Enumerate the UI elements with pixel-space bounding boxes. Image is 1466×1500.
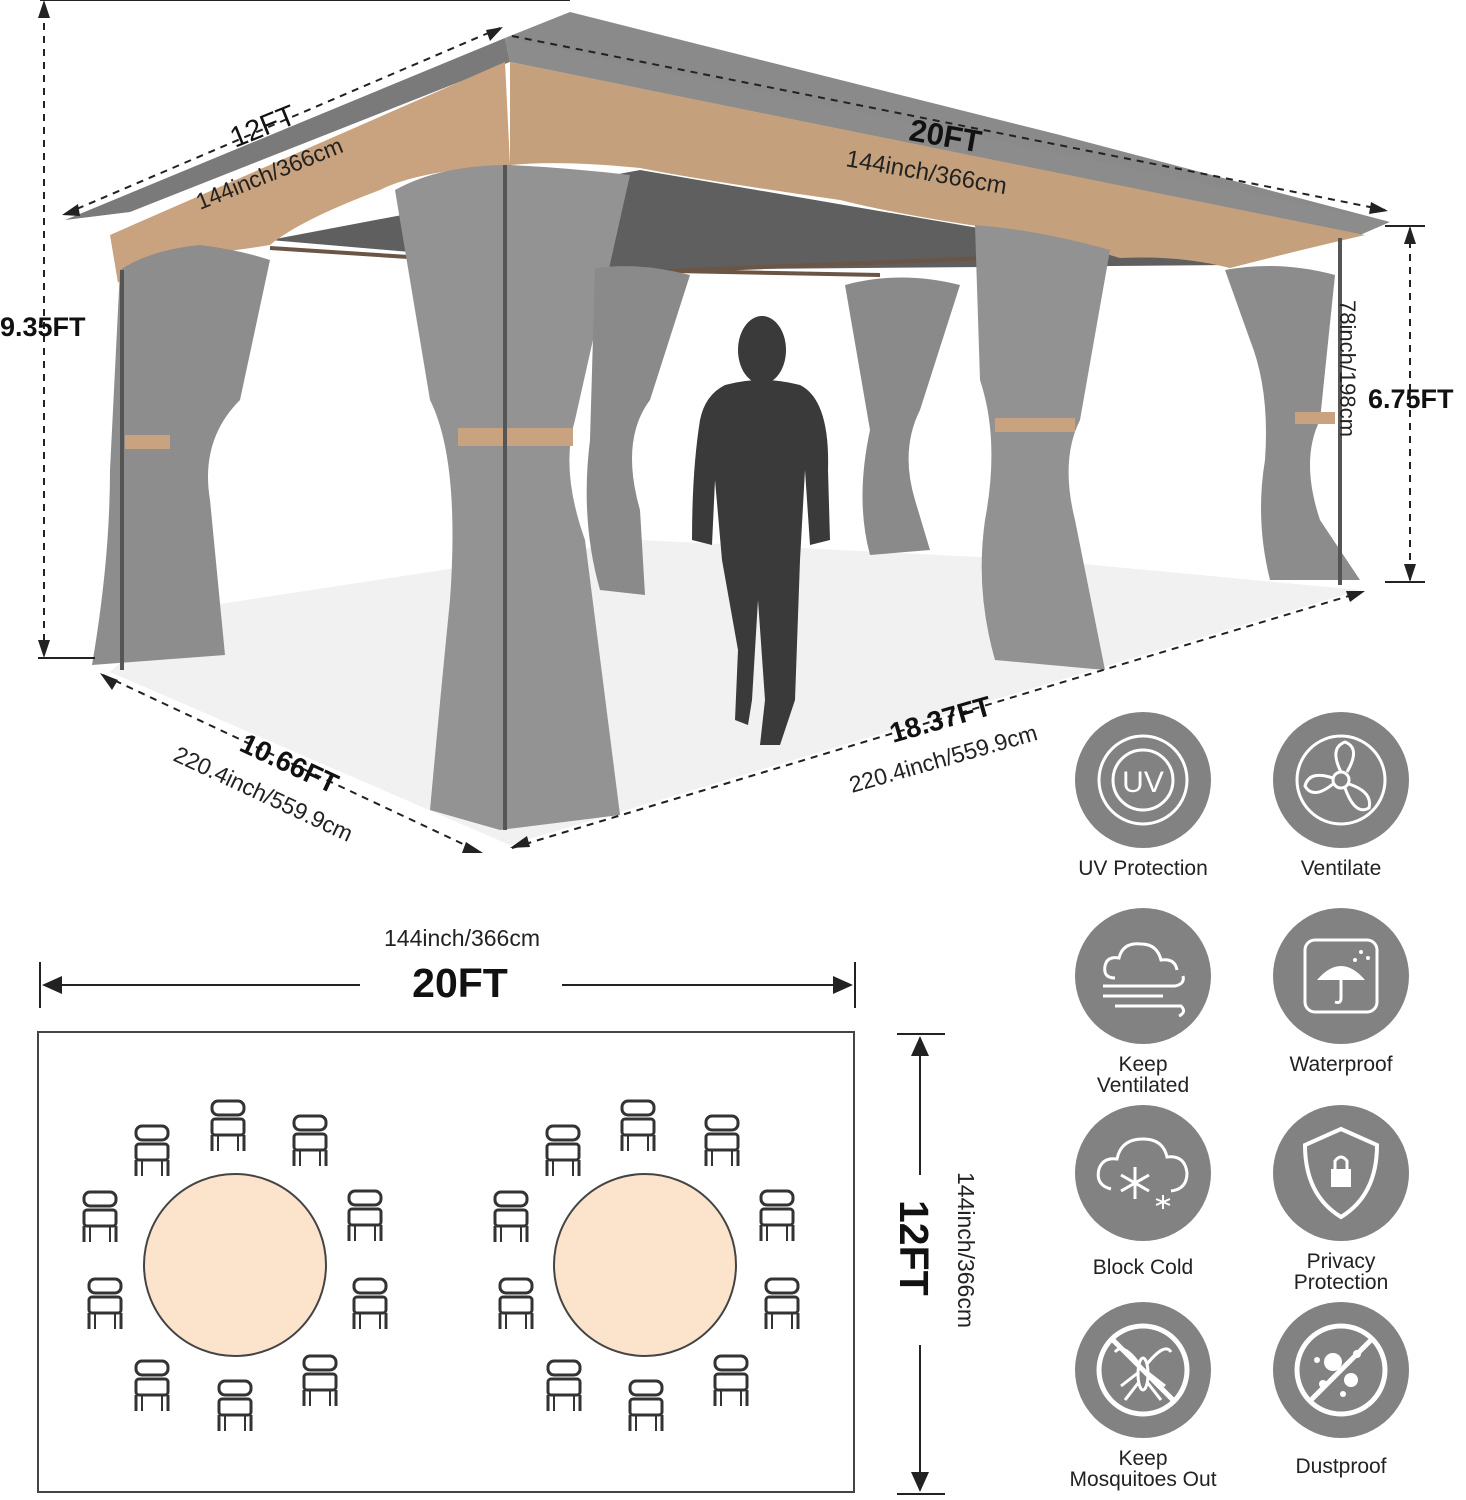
floorplan-height-sub: 144inch/366cm <box>953 1172 979 1328</box>
wind-cloud-icon <box>1103 942 1186 1018</box>
fan-icon <box>1295 734 1387 826</box>
gazebo-illustration: 9.35FT 12FT 144inch/366cm 20FT 144inch/3… <box>0 0 1454 853</box>
umbrella-rain-icon <box>1303 938 1379 1014</box>
gazebo-roof-right <box>505 38 1390 235</box>
feature-keep-ventilated: Keep Ventilated <box>1043 908 1243 1096</box>
feature-label: Block Cold <box>1092 1256 1194 1279</box>
feature-dustproof: Dustproof <box>1241 1302 1441 1477</box>
feature-label: Waterproof <box>1289 1053 1393 1076</box>
round-table-left <box>143 1173 327 1357</box>
feature-block-cold: Block Cold <box>1043 1105 1243 1278</box>
floorplan-width-label: 20FT <box>412 960 508 1006</box>
feature-uv-protection: UV UV Protection <box>1043 712 1243 879</box>
no-dust-icon <box>1294 1323 1388 1417</box>
dim-height-total: 9.35FT <box>0 312 86 342</box>
feature-label: Privacy Protection <box>1293 1250 1389 1294</box>
person-silhouette <box>692 316 830 745</box>
feature-label: Keep Mosquitoes Out <box>1069 1447 1217 1491</box>
feature-label: Ventilate <box>1300 857 1382 880</box>
no-mosquito-icon <box>1096 1323 1190 1417</box>
svg-text:UV: UV <box>1122 766 1164 799</box>
dim-side-height: 6.75FT <box>1368 384 1454 414</box>
shield-lock-icon <box>1302 1126 1380 1220</box>
gazebo-curtains <box>92 165 1360 830</box>
round-table-right <box>553 1173 737 1357</box>
gazebo-valance-left <box>110 62 510 283</box>
feature-label: Dustproof <box>1295 1455 1387 1478</box>
dim-side-height-sub: 78inch/198cm <box>1335 300 1360 437</box>
feature-waterproof: Waterproof <box>1241 908 1441 1075</box>
floorplan-height-label: 12FT <box>891 1200 937 1296</box>
uv-icon: UV <box>1097 734 1189 826</box>
gazebo-roof-upper <box>505 12 1390 222</box>
gazebo-valance-right <box>510 62 1365 268</box>
feature-keep-mosquitoes-out: Keep Mosquitoes Out <box>1043 1302 1243 1490</box>
feature-label: Keep Ventilated <box>1096 1053 1190 1097</box>
floorplan: 144inch/366cm 20FT <box>37 925 979 1495</box>
feature-ventilate: Ventilate <box>1241 712 1441 879</box>
floorplan-width-sub: 144inch/366cm <box>384 925 540 951</box>
feature-label: UV Protection <box>1078 857 1208 880</box>
feature-privacy-protection: Privacy Protection <box>1241 1105 1441 1293</box>
gazebo-roof-left <box>65 38 510 220</box>
snow-cloud-icon <box>1096 1137 1189 1209</box>
